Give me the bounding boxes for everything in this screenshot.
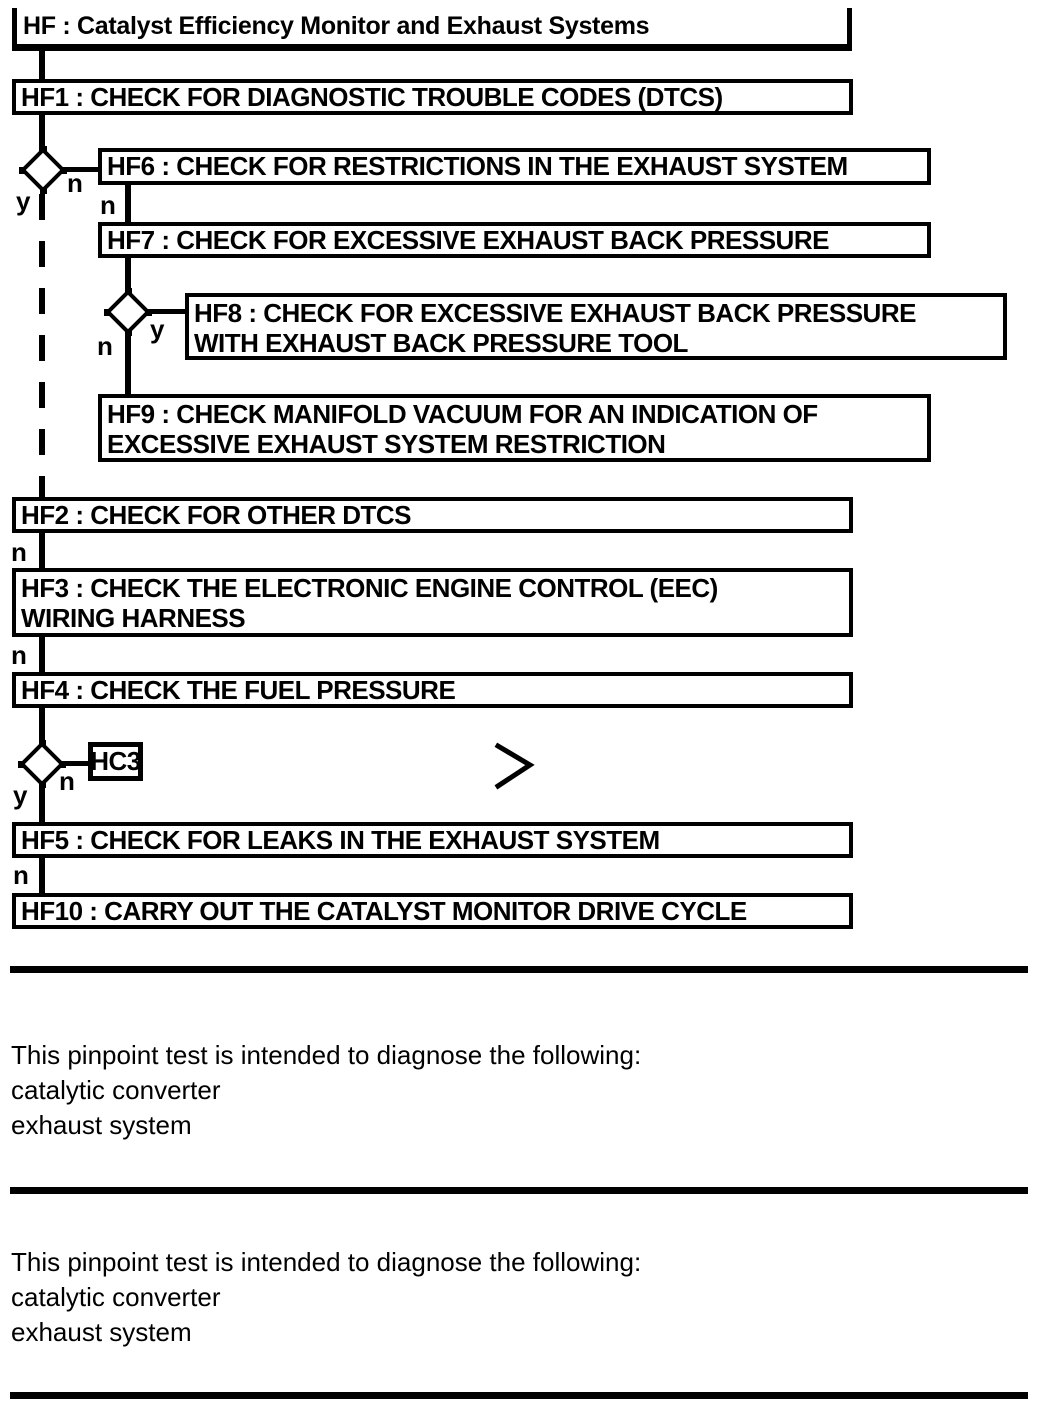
node-hf3: HF3 : CHECK THE ELECTRONIC ENGINE CONTRO… bbox=[12, 568, 853, 637]
node-hf5: HF5 : CHECK FOR LEAKS IN THE EXHAUST SYS… bbox=[12, 822, 853, 858]
branch-label-n: n bbox=[13, 860, 29, 890]
flow-connector bbox=[39, 637, 45, 672]
flow-connector bbox=[39, 533, 45, 568]
flow-connector bbox=[39, 858, 45, 893]
flow-connector bbox=[60, 761, 88, 766]
branch-label-n: n bbox=[100, 190, 116, 220]
branch-label-n: n bbox=[97, 331, 113, 361]
branch-label-n: n bbox=[11, 640, 27, 670]
branch-label-n: n bbox=[11, 537, 27, 567]
node-hf9: HF9 : CHECK MANIFOLD VACUUM FOR AN INDIC… bbox=[98, 394, 931, 462]
flow-connector-dashed bbox=[39, 194, 45, 497]
diagnosis-description: This pinpoint test is intended to diagno… bbox=[11, 1038, 1021, 1143]
branch-label-n: n bbox=[59, 766, 75, 796]
description-line: This pinpoint test is intended to diagno… bbox=[11, 1040, 642, 1070]
decision-diamond bbox=[104, 288, 152, 336]
section-divider bbox=[10, 1392, 1028, 1399]
node-hf8: HF8 : CHECK FOR EXCESSIVE EXHAUST BACK P… bbox=[185, 293, 1007, 360]
flow-connector bbox=[39, 115, 45, 151]
branch-label-y: y bbox=[13, 780, 27, 810]
description-line: catalytic converter bbox=[11, 1075, 221, 1105]
node-hc3: HC3 bbox=[88, 742, 143, 781]
description-line: exhaust system bbox=[11, 1317, 192, 1347]
flow-connector bbox=[125, 185, 131, 222]
branch-label-y: y bbox=[150, 314, 164, 344]
flow-connector bbox=[125, 258, 131, 292]
node-hf10: HF10 : CARRY OUT THE CATALYST MONITOR DR… bbox=[12, 893, 853, 929]
node-hf2: HF2 : CHECK FOR OTHER DTCS bbox=[12, 497, 853, 533]
flow-connector bbox=[39, 708, 45, 742]
flow-connector bbox=[61, 167, 98, 172]
continue-chevron-icon bbox=[494, 742, 535, 790]
flow-connector bbox=[125, 331, 131, 394]
branch-label-y: y bbox=[16, 186, 30, 216]
description-line: This pinpoint test is intended to diagno… bbox=[11, 1247, 642, 1277]
node-hf7: HF7 : CHECK FOR EXCESSIVE EXHAUST BACK P… bbox=[98, 222, 931, 258]
diagnosis-description: This pinpoint test is intended to diagno… bbox=[11, 1245, 1021, 1350]
flow-connector bbox=[39, 44, 45, 79]
flowchart-title: HF : Catalyst Efficiency Monitor and Exh… bbox=[12, 8, 852, 51]
description-line: catalytic converter bbox=[11, 1282, 221, 1312]
section-divider bbox=[10, 1187, 1028, 1194]
node-hf1: HF1 : CHECK FOR DIAGNOSTIC TROUBLE CODES… bbox=[12, 79, 853, 115]
flow-connector bbox=[147, 309, 185, 314]
node-hf4: HF4 : CHECK THE FUEL PRESSURE bbox=[12, 672, 853, 708]
flow-connector bbox=[39, 784, 45, 822]
branch-label-n: n bbox=[67, 168, 83, 198]
section-divider bbox=[10, 966, 1028, 973]
description-line: exhaust system bbox=[11, 1110, 192, 1140]
node-hf6: HF6 : CHECK FOR RESTRICTIONS IN THE EXHA… bbox=[98, 148, 931, 185]
